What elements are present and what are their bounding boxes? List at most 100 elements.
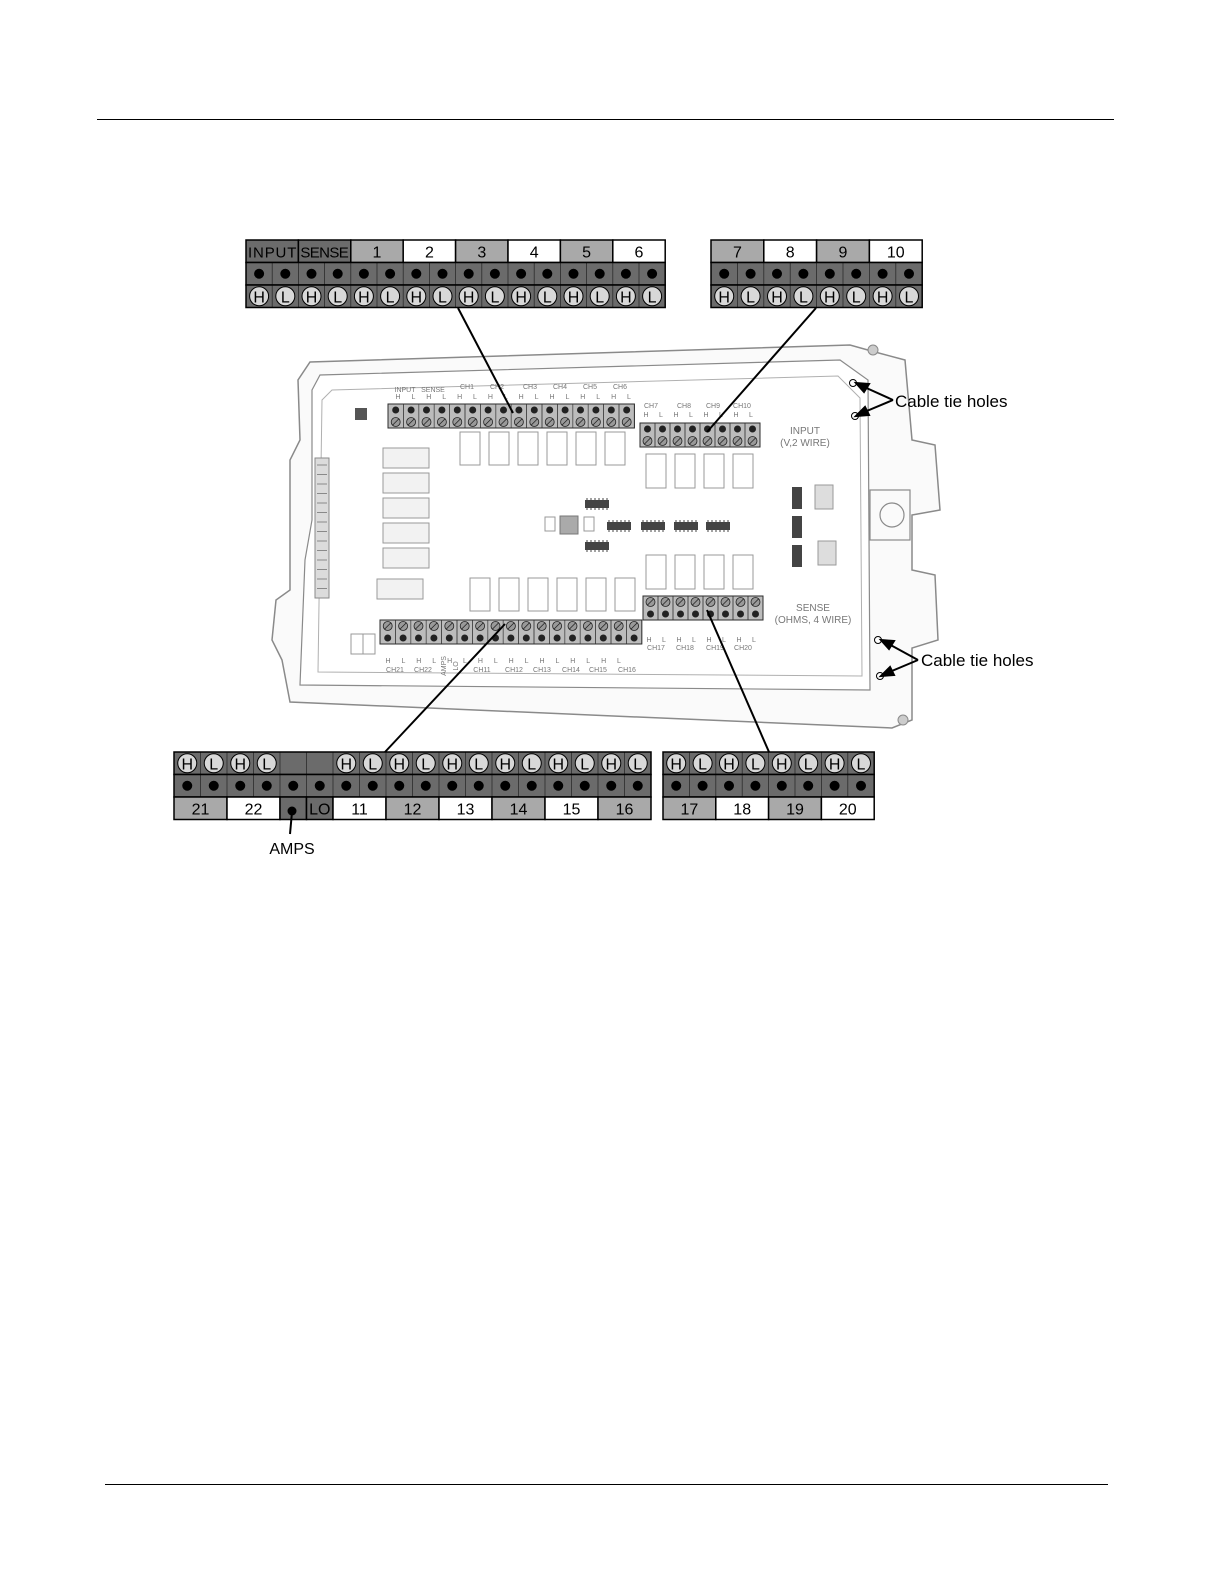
strip-hole (719, 425, 726, 433)
terminal-l (589, 286, 610, 307)
terminal-letter: L (698, 756, 707, 773)
terminal-label: 3 (477, 245, 486, 262)
terminal-h (719, 753, 739, 774)
board-input-label: INPUT (790, 426, 820, 437)
screw-hole (829, 780, 840, 791)
strip-label: CH15 (589, 667, 607, 674)
terminal-h (353, 286, 374, 307)
screw-hole (516, 268, 527, 279)
hl-mark: L (617, 658, 621, 665)
hl-mark: L (401, 658, 405, 665)
terminal-l (415, 753, 436, 774)
terminal-l (203, 753, 224, 774)
terminal-l (798, 753, 819, 774)
relay (674, 554, 696, 590)
screw-hole (463, 268, 474, 279)
relay (585, 577, 607, 612)
terminal-h (872, 286, 893, 307)
hl-mark: L (722, 637, 726, 644)
hl-mark: L (749, 412, 753, 419)
screw-slot (523, 622, 530, 630)
header-rule (97, 119, 1114, 120)
screw-slot (584, 622, 592, 630)
strip-hole (615, 634, 623, 642)
screw-slot (538, 622, 545, 630)
strip-hole (445, 634, 453, 642)
screw-hole (579, 780, 590, 791)
screw-hole (851, 268, 862, 279)
terminal-letter: H (824, 289, 836, 306)
terminal-l (793, 286, 814, 307)
terminal-letter: H (552, 756, 564, 773)
terminal-label: 12 (404, 802, 422, 819)
terminal-letter: L (368, 756, 377, 773)
hl-mark: L (659, 412, 663, 419)
terminal-letter: L (580, 756, 589, 773)
screw (897, 714, 909, 726)
strip-label: CH12 (505, 667, 523, 674)
strip-hole (530, 406, 538, 414)
terminal-label: 8 (786, 245, 795, 262)
terminal-h (406, 286, 427, 307)
screw-slot (630, 622, 638, 630)
hl-mark: L (752, 637, 756, 644)
strip-label: CH4 (553, 384, 567, 391)
terminal-h (563, 286, 584, 307)
screw-slot (561, 418, 569, 426)
relay (604, 431, 626, 466)
screw-slot (692, 598, 699, 606)
terminal-letter: H (253, 289, 265, 306)
terminal-l (537, 286, 558, 307)
terminal-letter: L (333, 289, 342, 306)
screw-hole (235, 780, 246, 791)
screw-slot (461, 622, 468, 630)
terminal-letter: L (438, 289, 447, 306)
terminal-letter: L (633, 756, 642, 773)
cable-tie-label-top: Cable tie holes (895, 392, 1007, 411)
terminal-label: 1 (373, 245, 382, 262)
screw-hole (314, 780, 325, 791)
screw-hole (306, 268, 317, 279)
terminal-l (275, 286, 296, 307)
hl-mark: H (703, 412, 708, 419)
screw-hole (798, 268, 809, 279)
screw-hole (437, 268, 448, 279)
terminal-letter: H (877, 289, 889, 306)
relay (488, 431, 510, 466)
terminal-label: 4 (530, 245, 539, 262)
strip-hole (584, 634, 592, 642)
screw-hole (745, 268, 756, 279)
screw-hole (358, 268, 369, 279)
relay (469, 577, 491, 612)
terminal-letter: H (771, 289, 783, 306)
strip-hole (500, 406, 507, 414)
screw-slot (507, 622, 515, 630)
screw-slot (415, 622, 422, 630)
screw-hole (697, 780, 708, 791)
terminal-letter: L (209, 756, 218, 773)
terminal-h (714, 286, 735, 307)
terminal-letter: H (515, 289, 527, 306)
hl-mark: H (676, 637, 681, 644)
screw-hole (367, 780, 378, 791)
screw-hole (394, 780, 405, 791)
terminal-l (740, 286, 761, 307)
terminal-h (824, 753, 845, 774)
terminal-letter: L (804, 756, 813, 773)
component (583, 516, 595, 532)
hl-mark: H (673, 412, 678, 419)
screw-hole (182, 780, 193, 791)
leader-line-top-right (706, 307, 817, 433)
screw-slot (662, 598, 669, 606)
strip-hole (749, 425, 756, 433)
screw-slot (454, 418, 461, 426)
terminal-l (484, 286, 505, 307)
board-sense-sublabel: (OHMS, 4 WIRE) (775, 615, 852, 626)
screw-slot (647, 598, 654, 606)
screw-hole (776, 780, 787, 791)
terminal-l (899, 286, 919, 307)
screw-slot (577, 418, 584, 426)
hl-mark: H (611, 394, 616, 401)
strip-label: CH6 (613, 384, 627, 391)
screw-hole (904, 268, 914, 279)
